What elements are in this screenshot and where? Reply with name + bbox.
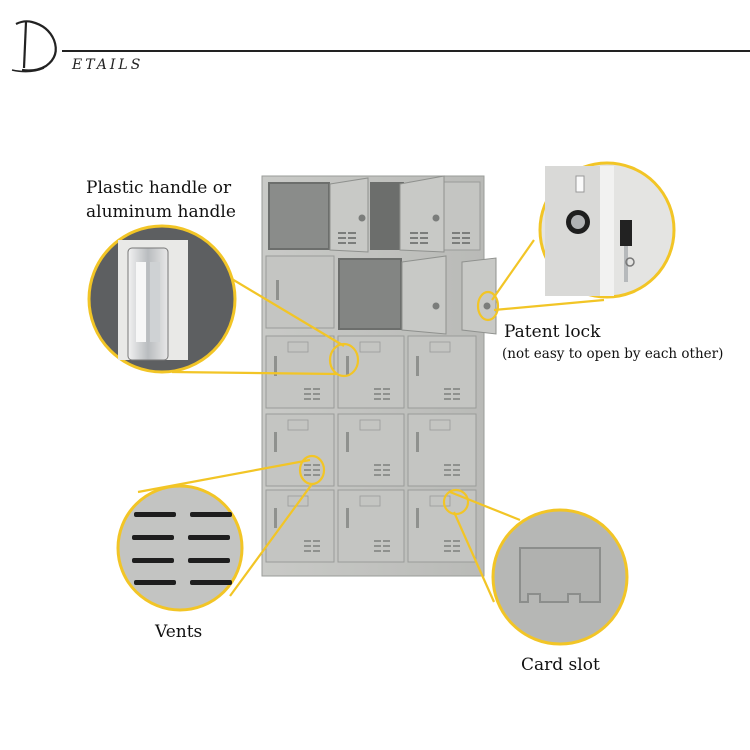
page-title: ETAILS	[72, 57, 144, 73]
vents-label: Vents	[155, 622, 203, 642]
handle-label-line1: Plastic handle or	[86, 178, 232, 198]
card-slot-zoom-icon	[491, 508, 629, 646]
lock-zoom-icon	[538, 161, 676, 299]
lock-label: Patent lock	[504, 322, 601, 342]
lock-note: (not easy to open by each other)	[502, 346, 724, 362]
handle-label: Plastic handle or aluminum handle	[86, 176, 236, 224]
decorative-d-icon	[11, 20, 57, 73]
locker-cabinet	[261, 175, 497, 577]
card-slot-label: Card slot	[521, 655, 600, 675]
handle-label-line2: aluminum handle	[86, 202, 236, 222]
header-rule	[62, 50, 750, 52]
handle-zoom-icon	[87, 224, 237, 374]
vents-zoom-icon	[116, 484, 244, 612]
